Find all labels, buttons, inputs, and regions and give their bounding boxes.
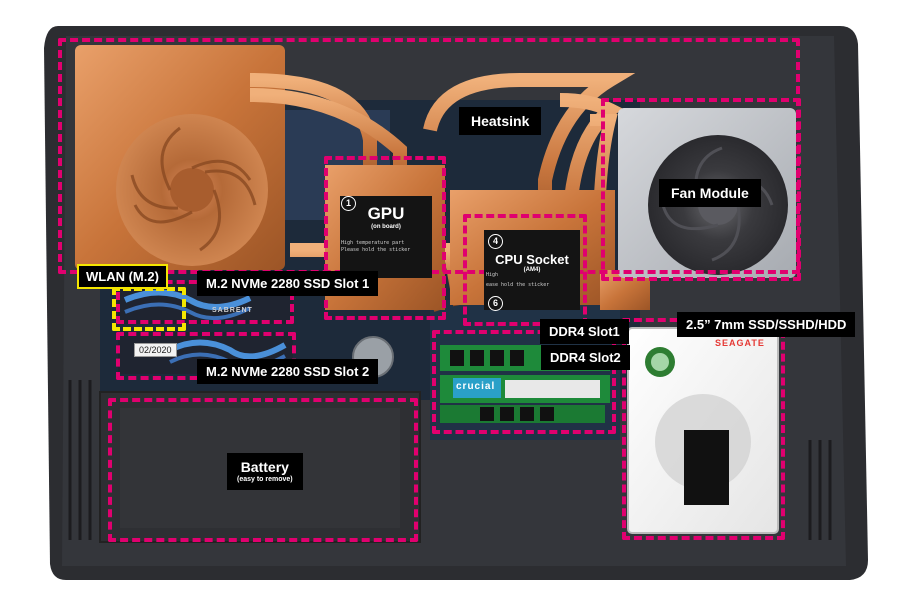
gpu-sublabel: (on board): [371, 224, 401, 230]
seagate-brand: SEAGATE: [715, 338, 765, 348]
ssd-slot1-label: M.2 NVMe 2280 SSD Slot 1: [197, 271, 379, 296]
wlan-region: [112, 287, 186, 331]
ssd-slot2-label: M.2 NVMe 2280 SSD Slot 2: [197, 359, 379, 384]
battery-sublabel: (easy to remove): [237, 476, 293, 483]
ddr4-slots-region: [432, 330, 616, 434]
marker-6: 6: [488, 296, 503, 311]
ddr4-slot1-label: DDR4 Slot1: [540, 319, 629, 344]
gpu-chip: GPU (on board): [340, 196, 432, 278]
battery-region: [108, 398, 418, 542]
wlan-label: WLAN (M.2): [77, 264, 168, 289]
fan-module-label: Fan Module: [659, 179, 761, 207]
gpu-label: GPU: [367, 204, 405, 223]
cpu-socket-region: [463, 214, 587, 326]
hdd-bay-label: 2.5” 7mm SSD/SSHD/HDD: [677, 312, 856, 337]
gpu-region: [324, 156, 446, 320]
fan-module-region: [601, 98, 801, 281]
cpu-note-line1: High: [486, 272, 499, 278]
battery-label: Battery (easy to remove): [227, 453, 303, 490]
battery-title: Battery: [240, 459, 289, 475]
hdd-bay-region: [622, 318, 785, 540]
cpu-label: CPU Socket: [495, 252, 569, 267]
cpu-note-line2: ease hold the sticker: [486, 282, 550, 288]
marker-1: 1: [341, 196, 356, 211]
ssd-date-sticker: 02/2020: [134, 343, 177, 357]
heatsink-label: Heatsink: [459, 107, 542, 135]
sabrent-brand: SABRENT: [212, 307, 253, 314]
gpu-note-line2: Please hold the sticker: [341, 247, 411, 253]
marker-4: 4: [488, 234, 503, 249]
ddr4-slot2-label: DDR4 Slot2: [541, 345, 630, 370]
gpu-note-line1: High temperature part: [341, 240, 405, 246]
cpu-sublabel: (AM4): [523, 267, 541, 273]
crucial-brand: crucial: [456, 381, 496, 392]
